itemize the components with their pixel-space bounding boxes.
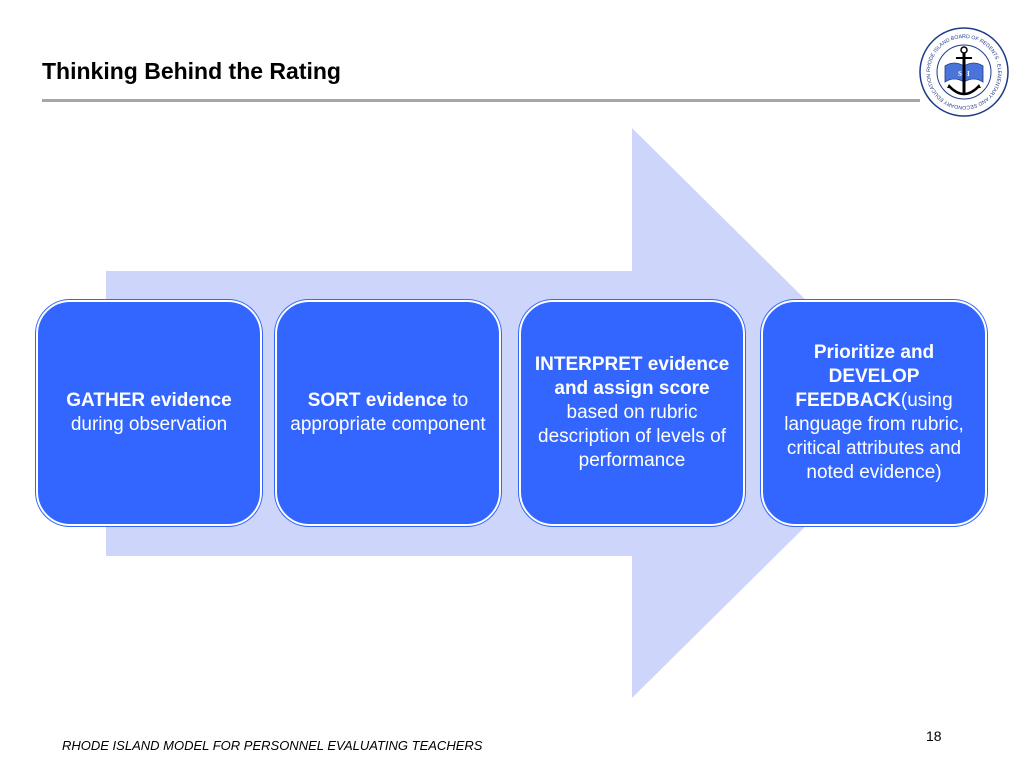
step-gather-bold: GATHER evidence (66, 390, 232, 411)
step-sort: SORT evidence to appropriate component (275, 300, 501, 526)
step-interpret-text: based on rubric description of levels of… (538, 402, 726, 471)
step-interpret: INTERPRET evidence and assign score base… (519, 300, 745, 526)
svg-text:I: I (967, 70, 970, 78)
page-number: 18 (926, 728, 942, 744)
step-feedback: Prioritize and DEVELOP FEEDBACK(using la… (761, 300, 987, 526)
title-rule (42, 99, 920, 102)
step-feedback-bold: Prioritize and DEVELOP FEEDBACK (795, 342, 935, 411)
step-sort-text: to appropriate component (290, 390, 486, 435)
step-feedback-text: (using language from rubric, critical at… (784, 390, 964, 483)
step-sort-bold: SORT evidence (307, 390, 448, 411)
slide-title: Thinking Behind the Rating (42, 58, 341, 84)
step-interpret-bold: INTERPRET evidence and assign score (534, 354, 730, 399)
step-gather-text: during observation (70, 414, 228, 435)
svg-text:S: S (958, 70, 962, 78)
anchor-seal-icon: RHODE ISLAND BOARD OF REGENTS · ELEMENTA… (919, 27, 1009, 117)
step-gather: GATHER evidence during observation (36, 300, 262, 526)
slide-footer: RHODE ISLAND MODEL FOR PERSONNEL EVALUAT… (62, 738, 483, 753)
